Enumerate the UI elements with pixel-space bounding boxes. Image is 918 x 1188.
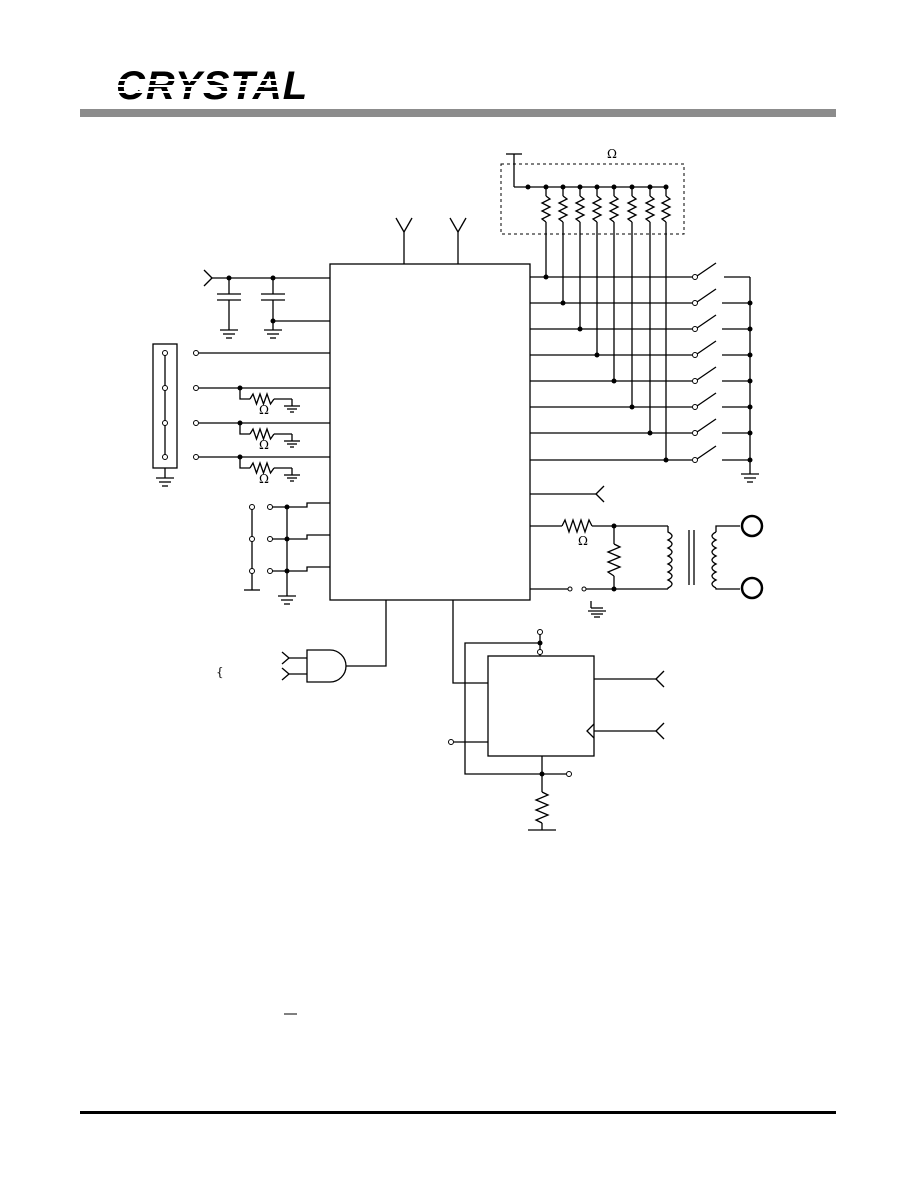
jumper-line — [300, 502, 330, 508]
dip-contact — [162, 454, 168, 460]
switch-contact — [692, 404, 698, 410]
jumper-pin — [249, 504, 255, 510]
footer-rule — [80, 1111, 836, 1114]
switch-contact — [692, 430, 698, 436]
switch-blade — [696, 366, 717, 381]
network-resistor — [574, 195, 586, 223]
supply-decoupling — [203, 269, 330, 339]
resistor-ohm-label: Ω — [259, 438, 269, 452]
network-resistor — [608, 195, 620, 223]
output-resistor-ohm-label: Ω — [578, 534, 588, 548]
dip-contact — [193, 350, 199, 356]
dip-contact — [162, 420, 168, 426]
dip-contact — [162, 350, 168, 356]
dip-switch-block: Ω Ω Ω — [152, 343, 330, 487]
dip-contact — [193, 420, 199, 426]
jumper-pin — [267, 536, 273, 542]
switch-blade — [696, 262, 717, 277]
switch-blade — [696, 340, 717, 355]
switch-blade — [696, 288, 717, 303]
jumper-pin — [249, 536, 255, 542]
switch-blade — [696, 418, 717, 433]
top-inputs — [395, 217, 467, 264]
main-ic-block — [329, 263, 531, 601]
dip-contact — [162, 385, 168, 391]
resistor-ohm-label: Ω — [259, 472, 269, 486]
switch-contact — [692, 300, 698, 306]
pulldown-resistor — [249, 392, 275, 406]
audio-output-circuit: Ω — [530, 514, 764, 618]
switch-blade — [696, 392, 717, 407]
pulldown-resistor — [249, 427, 275, 441]
resistor-network: Ω — [500, 147, 685, 463]
resistor-ohm-label: Ω — [259, 403, 269, 417]
switch-blade — [696, 445, 717, 460]
jumper-pin — [267, 504, 273, 510]
header-bar — [80, 109, 836, 117]
network-resistor — [626, 195, 638, 223]
switch-contact — [692, 274, 698, 280]
jumper-pin — [267, 568, 273, 574]
network-resistor — [540, 195, 552, 223]
network-resistor — [557, 195, 569, 223]
dip-contact — [193, 454, 199, 460]
secondary-ic — [448, 600, 665, 831]
network-resistor — [644, 195, 656, 223]
switch-contact — [692, 326, 698, 332]
switch-blade — [696, 314, 717, 329]
input-brace: { — [216, 665, 224, 679]
and-gate: { — [216, 600, 387, 683]
switch-contact — [692, 378, 698, 384]
network-node — [525, 184, 531, 190]
jumper-line — [300, 566, 330, 572]
ground-symbol-right — [741, 465, 759, 483]
dip-contact — [193, 385, 199, 391]
switch-contact — [692, 352, 698, 358]
jumper-block — [244, 502, 330, 605]
network-resistor — [660, 195, 672, 223]
switch-contact — [692, 457, 698, 463]
jumper-pin — [249, 568, 255, 574]
jumper-line — [300, 534, 330, 540]
network-ohm-label: Ω — [607, 147, 617, 161]
pulldown-resistor — [249, 461, 275, 475]
network-resistor — [591, 195, 603, 223]
crystal-logo: CRYSTAL — [112, 64, 307, 108]
